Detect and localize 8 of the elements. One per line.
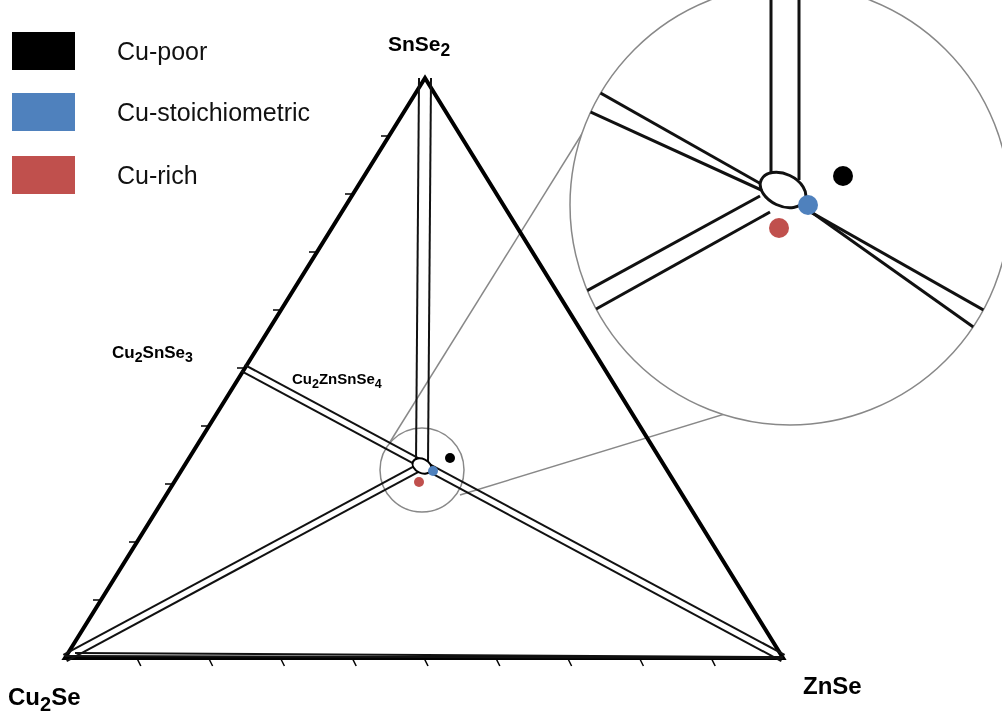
compound-label: Cu$_{2}$ZnSnSe$_{4}$ bbox=[292, 370, 382, 391]
compound-label: ZnSe bbox=[803, 672, 862, 700]
compound-label: SnSe$_{2}$ bbox=[388, 32, 451, 62]
compound-label: Cu$_{2}$SnSe$_{3}$ bbox=[112, 343, 193, 366]
legend-label: Cu-poor bbox=[117, 36, 208, 66]
compound-label: Cu$_{2}$Se bbox=[8, 683, 81, 716]
legend-label: Cu-rich bbox=[117, 160, 198, 190]
legend-label: Cu-stoichiometric bbox=[117, 97, 311, 127]
